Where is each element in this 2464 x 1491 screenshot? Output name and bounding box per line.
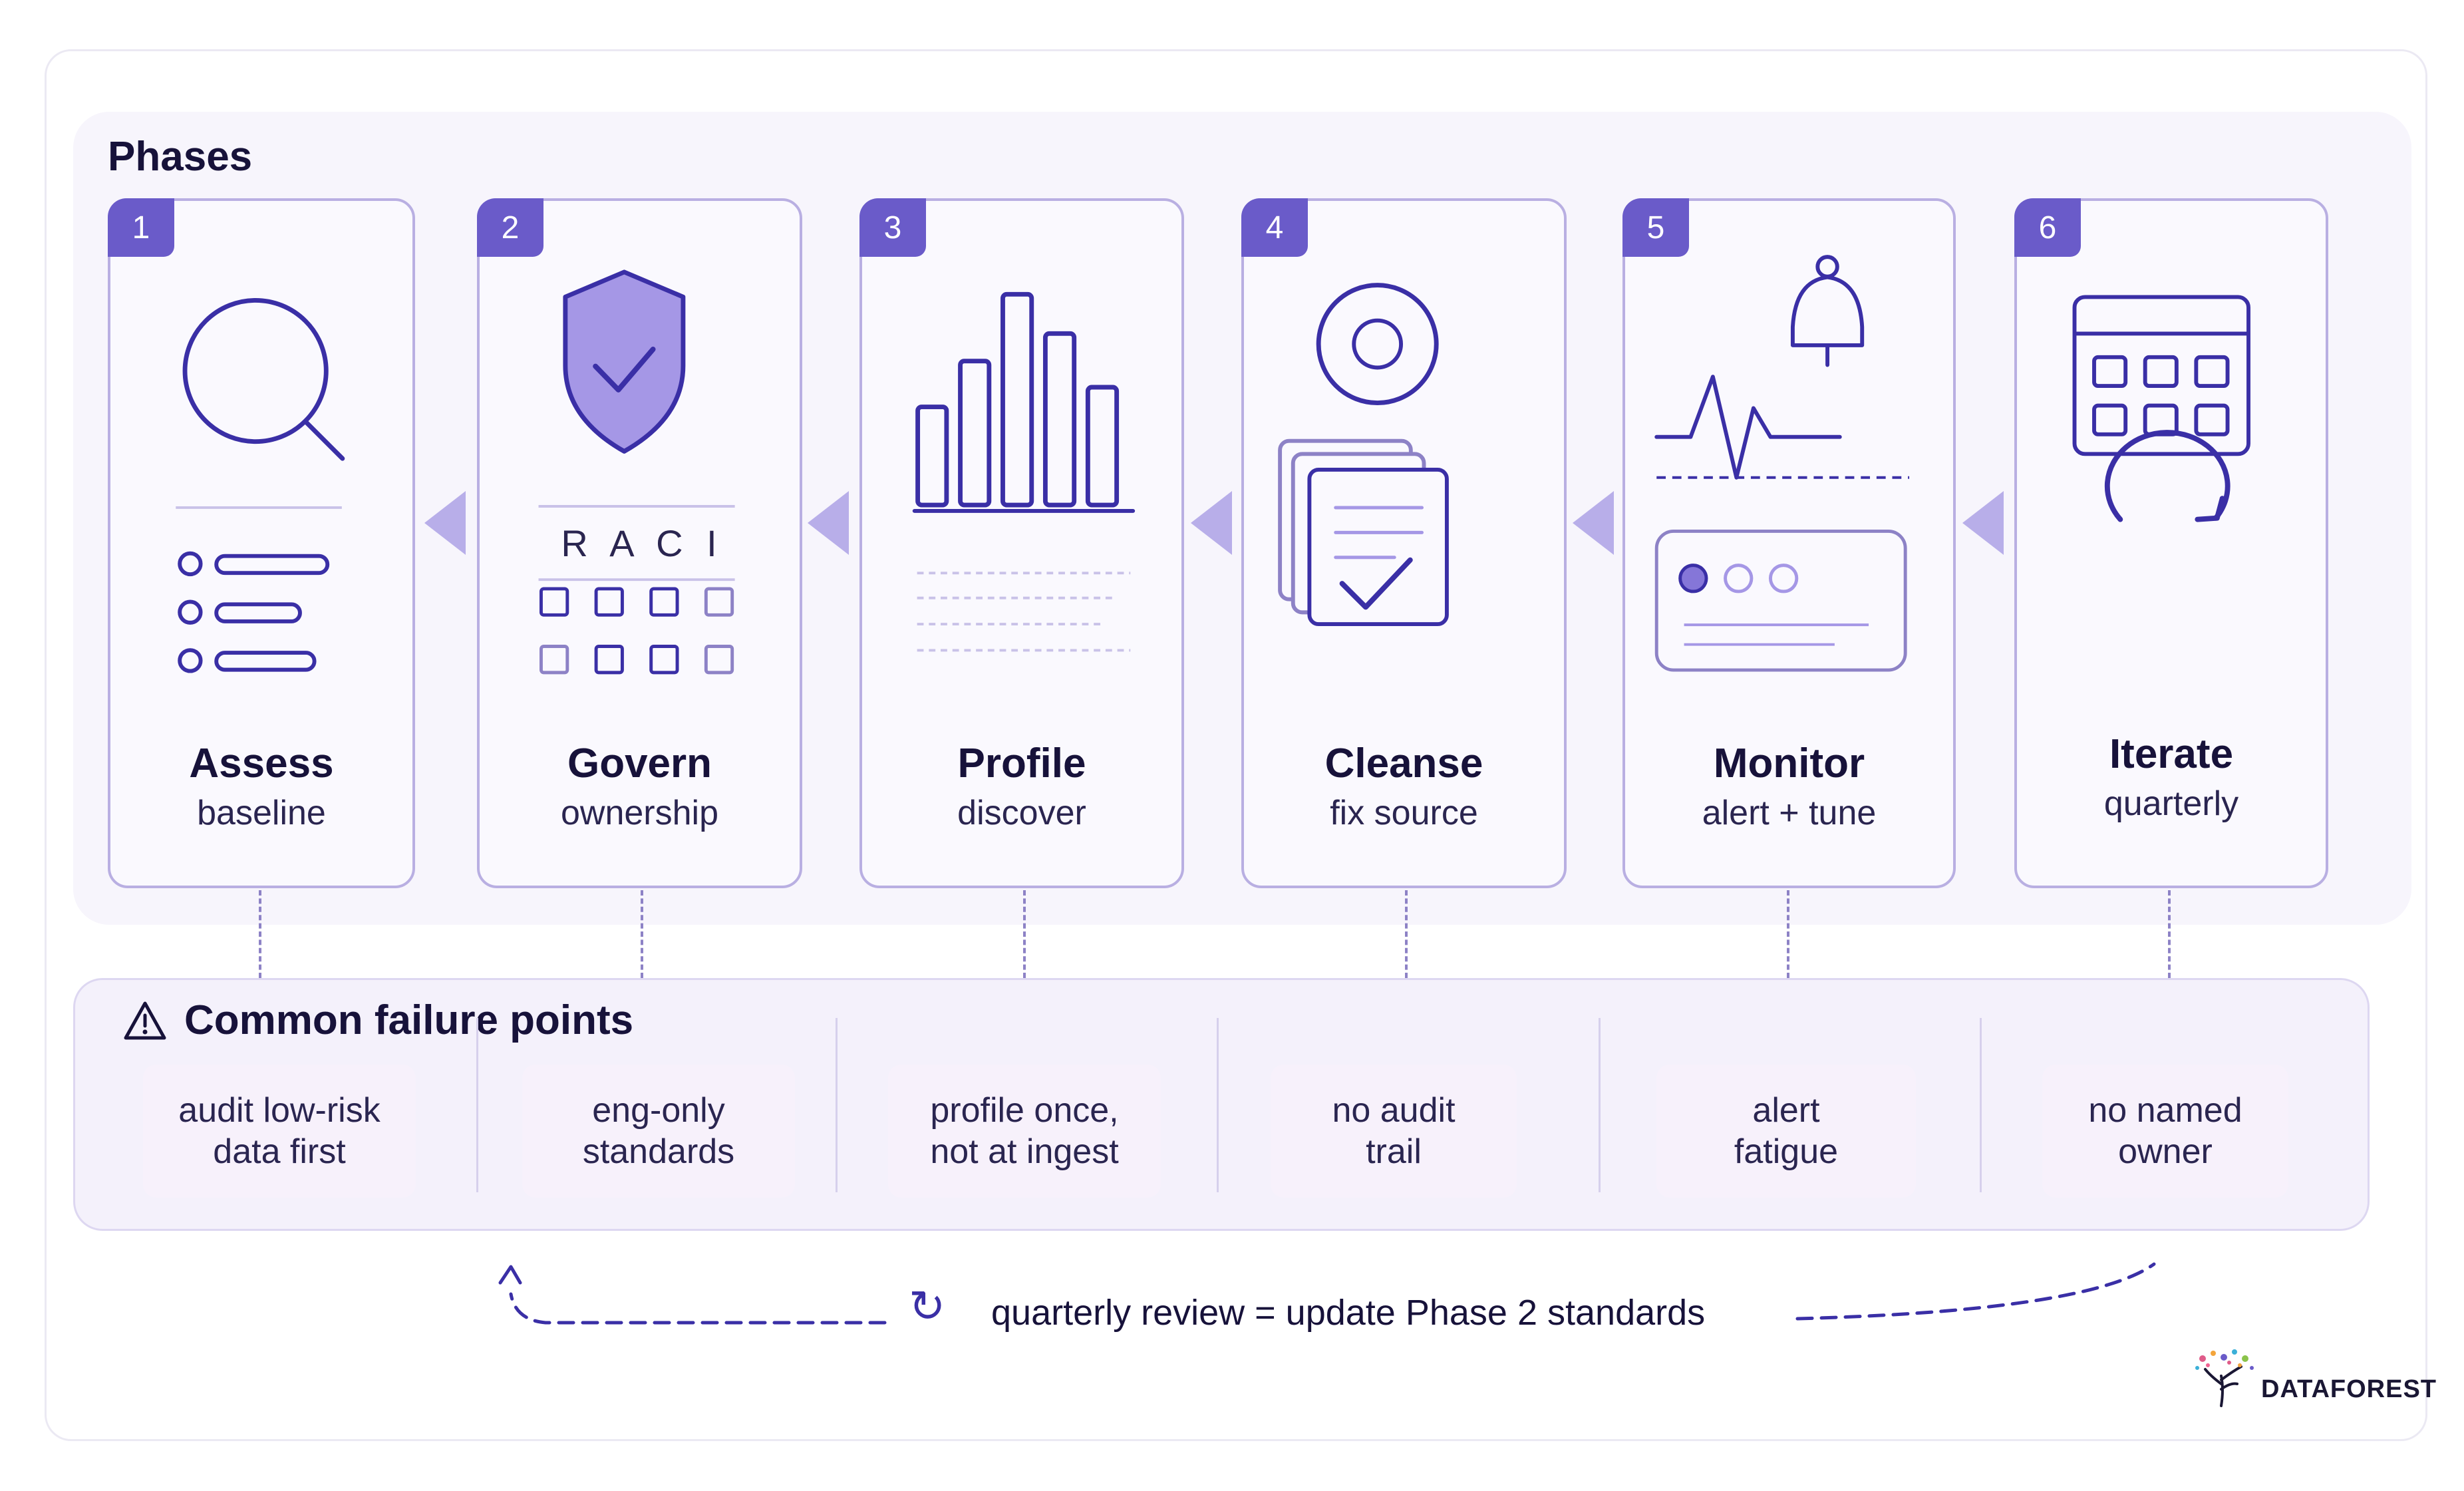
divider <box>836 1018 838 1192</box>
brand-name: DATAFOREST <box>2261 1375 2437 1403</box>
failure-line: no named <box>2088 1091 2242 1130</box>
review-note: quarterly review = update Phase 2 standa… <box>991 1293 1706 1333</box>
failure-line: fatigue <box>1734 1132 1839 1171</box>
flow-arrow-left <box>808 491 849 555</box>
phase-title: Profile <box>957 741 1086 786</box>
phase-subtitle: fix source <box>1330 794 1478 832</box>
phase-badge: 5 <box>1622 198 1689 257</box>
phase-card-iterate: 6 Iterate quarterly <box>2014 198 2328 888</box>
refresh-icon: ↻ <box>909 1281 946 1332</box>
failure-line: not at ingest <box>930 1132 1119 1171</box>
phase-title: Cleanse <box>1324 741 1483 786</box>
shield-raci-icon <box>538 269 735 675</box>
connector-line <box>1787 890 1789 978</box>
phase-card-cleanse: 4 Cleanse fix source <box>1241 198 1567 888</box>
phase-badge: 4 <box>1241 198 1308 257</box>
connector-line <box>641 890 643 978</box>
failure-points-heading: Common failure points <box>123 997 633 1044</box>
failure-line: audit low-risk <box>178 1091 381 1130</box>
phase-subtitle: baseline <box>197 794 326 832</box>
bar-chart-icon <box>912 291 1136 652</box>
failure-line: owner <box>2118 1132 2213 1171</box>
failure-line: standards <box>582 1132 735 1171</box>
phase-badge: 6 <box>2014 198 2081 257</box>
connector-line <box>2168 890 2171 978</box>
phase-title: Monitor <box>1713 741 1865 786</box>
failure-line: trail <box>1366 1132 1422 1171</box>
phase-title: Assess <box>189 741 334 786</box>
phase-card-govern: 2 R A C I Govern ownership <box>477 198 802 888</box>
phase-title: Govern <box>567 741 712 786</box>
phase-badge: 3 <box>859 198 926 257</box>
phase-subtitle: discover <box>957 794 1086 832</box>
phase-title: Iterate <box>2109 731 2234 777</box>
connector-line <box>1023 890 1026 978</box>
failure-line: data first <box>213 1132 346 1171</box>
phase-subtitle: ownership <box>560 794 719 832</box>
divider <box>1599 1018 1601 1192</box>
connector-line <box>259 890 261 978</box>
warning-triangle-icon <box>124 1001 166 1039</box>
failure-line: alert <box>1752 1091 1820 1130</box>
target-documents-check-icon <box>1278 283 1449 627</box>
divider <box>476 1018 478 1192</box>
phase-badge: 1 <box>108 198 174 257</box>
phase-card-profile: 3 Profile discover <box>859 198 1184 888</box>
phases-title: Phases <box>108 134 253 180</box>
flow-arrow-left <box>1573 491 1614 555</box>
divider <box>1980 1018 1982 1192</box>
failure-points-title: Common failure points <box>184 997 634 1043</box>
tree-logo-icon <box>2195 1349 2254 1407</box>
failure-line: no audit <box>1332 1091 1456 1130</box>
connector-line <box>1405 890 1408 978</box>
calendar-cycle-icon <box>2072 295 2250 522</box>
failure-points-panel <box>73 978 2370 1231</box>
divider <box>1217 1018 1219 1192</box>
magnifier-checklist-icon <box>176 297 345 673</box>
flow-arrow-left <box>424 491 466 555</box>
failure-item: profile once,not at ingest <box>888 1065 1161 1198</box>
phase-card-assess: 1 Assess baseline <box>108 198 415 888</box>
flow-arrow-left <box>1191 491 1232 555</box>
failure-line: profile once, <box>930 1091 1119 1130</box>
brand-logo: DATAFOREST <box>2191 1343 2437 1409</box>
phase-subtitle: quarterly <box>2103 784 2239 823</box>
phase-subtitle: alert + tune <box>1702 794 1877 832</box>
phase-badge: 2 <box>477 198 543 257</box>
flow-arrow-left <box>1962 491 2004 555</box>
phase-card-monitor: 5 Monitor alert + tune <box>1622 198 1956 888</box>
raci-label: R A C I <box>561 522 724 564</box>
bell-pulse-dashboard-icon <box>1654 255 1910 672</box>
failure-line: eng-only <box>592 1091 725 1130</box>
